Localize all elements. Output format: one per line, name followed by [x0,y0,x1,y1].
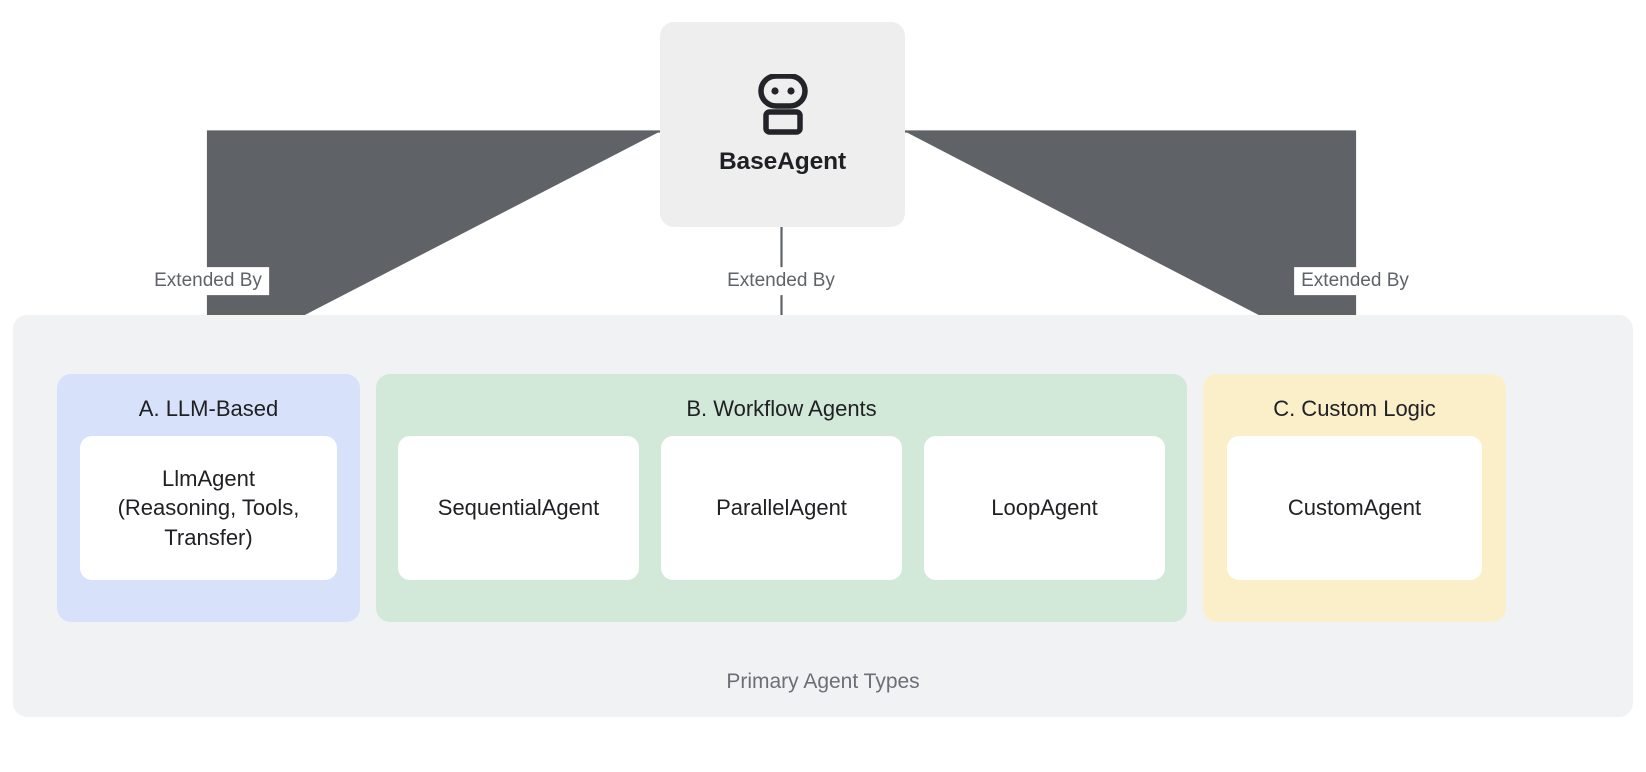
node-loop-agent[interactable]: LoopAgent [924,436,1165,580]
group-label: Primary Agent Types [726,669,920,693]
node-sequential-agent[interactable]: SequentialAgent [398,436,639,580]
robot-icon [757,74,808,135]
panel-custom-logic[interactable]: C. Custom Logic CustomAgent [1203,374,1506,622]
edge-label-middle: Extended By [720,267,842,295]
node-parallel-agent[interactable]: ParallelAgent [661,436,902,580]
node-base-agent[interactable]: BaseAgent [660,22,905,227]
panel-title-custom-logic: C. Custom Logic [1273,396,1436,421]
panel-children-workflow-agents: SequentialAgent ParallelAgent LoopAgent [376,436,1187,580]
base-agent-label: BaseAgent [718,148,847,176]
panel-title-llm-based: A. LLM-Based [138,396,279,421]
edge-label-left: Extended By [147,267,269,295]
edge-label-right: Extended By [1294,267,1416,295]
panel-llm-based[interactable]: A. LLM-Based LlmAgent(Reasoning, Tools,T… [57,374,360,622]
panel-children-custom-logic: CustomAgent [1203,436,1506,580]
panel-workflow-agents[interactable]: B. Workflow Agents SequentialAgent Paral… [376,374,1187,622]
panel-title-workflow-agents: B. Workflow Agents [686,396,877,421]
panel-children-llm-based: LlmAgent(Reasoning, Tools,Transfer) [57,436,360,580]
node-custom-agent[interactable]: CustomAgent [1227,436,1482,580]
node-llm-agent[interactable]: LlmAgent(Reasoning, Tools,Transfer) [80,436,337,580]
